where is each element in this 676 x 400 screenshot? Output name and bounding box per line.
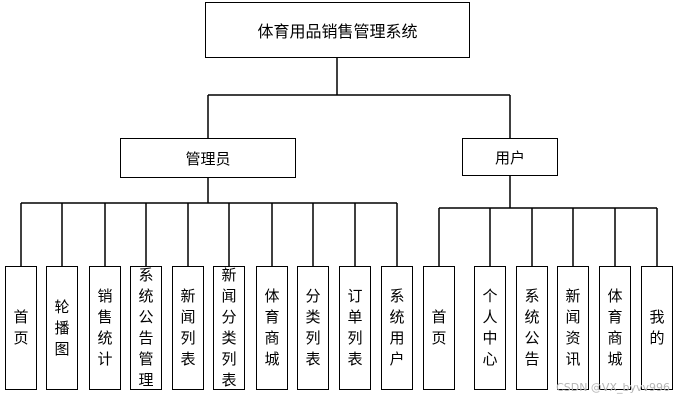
user-leaf-node: 新闻资讯 [557, 266, 589, 390]
admin-leaf-label: 轮播图 [54, 297, 70, 358]
root-node: 体育用品销售管理系统 [205, 2, 470, 58]
user-leaf-node: 系统公告 [516, 266, 548, 390]
user-leaf-node: 个人中心 [474, 266, 506, 390]
user-leaf-label: 体育商城 [607, 287, 623, 368]
admin-leaf-node: 新闻分类列表 [213, 266, 245, 390]
user-leaf-label: 系统公告 [524, 287, 540, 368]
user-leaf-node: 体育商城 [599, 266, 631, 390]
user-node-label: 用户 [494, 148, 525, 167]
user-leaf-label: 新闻资讯 [565, 287, 581, 368]
admin-leaf-label: 订单列表 [347, 287, 363, 368]
root-node-label: 体育用品销售管理系统 [257, 22, 418, 41]
user-node: 用户 [462, 138, 558, 176]
admin-leaf-label: 体育商城 [264, 287, 280, 368]
admin-leaf-label: 系统用户 [389, 287, 405, 368]
admin-leaf-label: 系统公告管理 [138, 266, 154, 389]
admin-leaf-node: 分类列表 [297, 266, 329, 390]
user-leaf-label: 个人中心 [482, 287, 498, 368]
admin-node: 管理员 [120, 138, 296, 178]
admin-leaf-node: 系统公告管理 [130, 266, 162, 390]
user-leaf-node: 首页 [423, 266, 455, 390]
admin-node-label: 管理员 [185, 149, 231, 168]
admin-leaf-node: 新闻列表 [172, 266, 204, 390]
user-leaf-label: 首页 [431, 308, 447, 347]
admin-leaf-node: 首页 [5, 266, 37, 390]
admin-leaf-label: 首页 [13, 308, 29, 347]
admin-leaf-node: 轮播图 [46, 266, 78, 390]
user-leaf-label: 我的 [649, 308, 665, 347]
admin-leaf-label: 分类列表 [305, 287, 321, 368]
admin-leaf-node: 销售统计 [89, 266, 121, 390]
admin-leaf-node: 体育商城 [256, 266, 288, 390]
admin-leaf-label: 新闻分类列表 [221, 266, 237, 389]
admin-leaf-label: 新闻列表 [180, 287, 196, 368]
admin-leaf-label: 销售统计 [97, 287, 113, 368]
admin-leaf-node: 订单列表 [339, 266, 371, 390]
user-leaf-node: 我的 [641, 266, 673, 390]
admin-leaf-node: 系统用户 [381, 266, 413, 390]
watermark: CSDN @VX_byvv996 [556, 381, 670, 394]
